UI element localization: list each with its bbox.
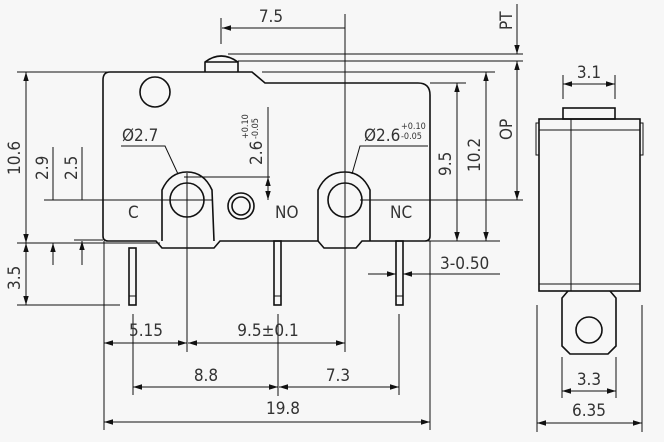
- dim-height-total: 10.6: [5, 141, 25, 175]
- dim-length-total: 19.8: [266, 399, 300, 419]
- label-terminal-c: C: [128, 203, 139, 223]
- dim-hole-left: Ø2.7: [122, 126, 158, 146]
- dim-op: OP: [497, 119, 517, 140]
- dim-5-15: 5.15: [129, 321, 163, 341]
- dim-side-width-top: 3.1: [577, 63, 601, 83]
- dim-8-8: 8.8: [194, 366, 218, 386]
- dim-hole-spacing: 9.5±0.1: [237, 321, 298, 341]
- dim-hole-right-tol-minus: -0.05: [401, 132, 422, 142]
- dim-7-3: 7.3: [326, 366, 350, 386]
- dim-pin-thickness: 3-0.50: [440, 254, 489, 274]
- dim-hole-height-tol-minus: -0.05: [251, 118, 261, 139]
- dim-2-9: 2.9: [33, 156, 53, 180]
- dim-pin-length: 3.5: [5, 266, 25, 290]
- dimension-lines: [23, 4, 520, 425]
- dim-side-width-total: 6.35: [572, 401, 606, 421]
- extension-lines: [17, 14, 523, 430]
- dim-hole-right: Ø2.6: [364, 126, 400, 146]
- dim-2-5: 2.5: [62, 156, 82, 180]
- dim-10-2: 10.2: [465, 138, 485, 172]
- dim-pt: PT: [497, 11, 517, 30]
- dim-hole-right-tol-plus: +0.10: [401, 122, 426, 132]
- dim-lever-offset: 7.5: [259, 7, 283, 27]
- dim-hole-height: 2.6: [247, 141, 267, 165]
- dim-hole-height-tol-plus: +0.10: [241, 114, 251, 139]
- label-terminal-no: NO: [275, 203, 298, 223]
- label-terminal-nc: NC: [390, 203, 412, 223]
- switch-body-side: [535, 75, 644, 432]
- dim-9-5-vertical: 9.5: [436, 152, 456, 176]
- dim-side-terminal-width: 3.3: [577, 370, 601, 390]
